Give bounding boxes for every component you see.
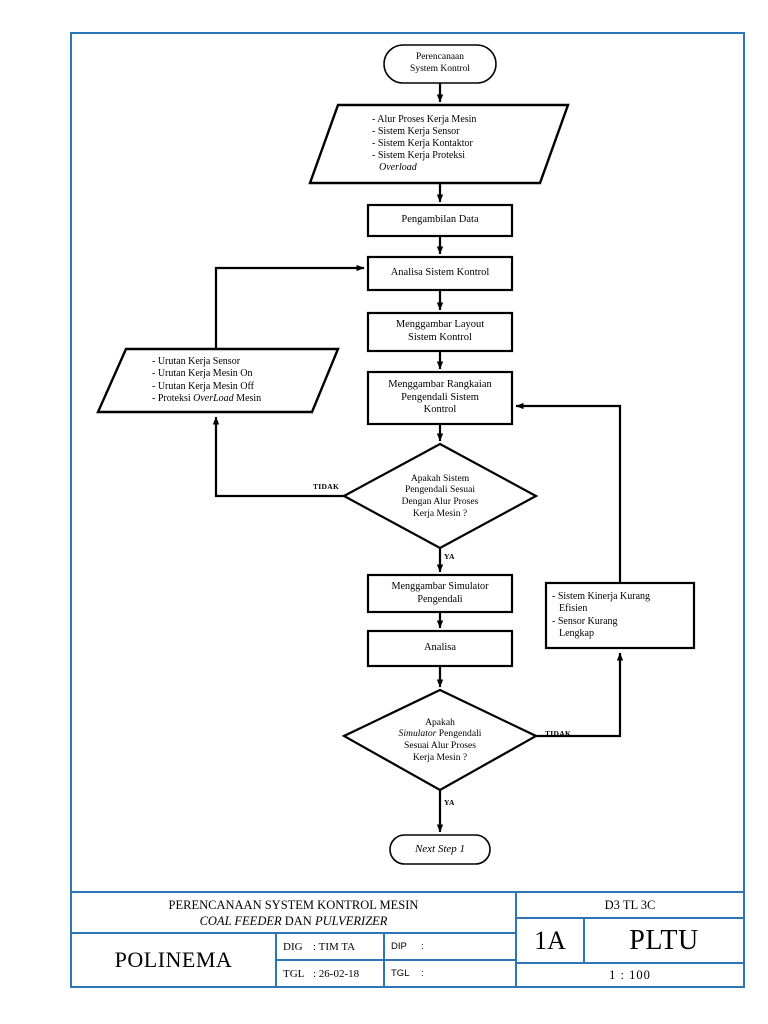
shape-urutan-kerja — [96, 347, 340, 414]
shape-analisa — [366, 629, 514, 668]
shape-pengambilan-data — [366, 203, 514, 238]
shape-analisa-sistem-kontrol — [366, 255, 514, 292]
title-block-lower: POLINEMA DIG : TIM TA DIP: TGL : 26-02-18 … — [72, 934, 515, 986]
field-row-tgl: TGL : 26-02-18 TGL: — [277, 961, 515, 986]
shape-end-terminator — [389, 834, 491, 865]
field-dig-value: : TIM TA — [313, 940, 356, 953]
field-tgl-2-key: TGL — [391, 968, 410, 979]
shape-decision-simulator-pengendali — [341, 688, 539, 792]
connector-decision1-tidak-to-urutan — [212, 416, 344, 498]
field-dip-value: : — [421, 941, 424, 952]
field-tgl-value: : 26-02-18 — [313, 967, 360, 980]
shape-input-requirements — [308, 103, 570, 185]
institution-name: POLINEMA — [72, 934, 277, 986]
title-block-left: PERENCANAAN SYSTEM KONTROL MESIN COAL FE… — [72, 893, 517, 986]
title-block-mid-row: 1A PLTU — [517, 919, 743, 964]
title-block-fields: DIG : TIM TA DIP: TGL : 26-02-18 TGL: — [277, 934, 515, 986]
title-block: PERENCANAAN SYSTEM KONTROL MESIN COAL FE… — [70, 891, 745, 988]
connector-urutan-to-analisa-sistem — [214, 264, 365, 349]
field-dip: DIP: — [385, 934, 515, 959]
drawing-title: PERENCANAAN SYSTEM KONTROL MESIN COAL FE… — [72, 893, 515, 934]
edge-label-tidak-2: TIDAK — [545, 729, 572, 738]
field-tgl-key: TGL — [283, 967, 305, 980]
drawing-title-line-1: PERENCANAAN SYSTEM KONTROL MESIN — [168, 897, 419, 912]
edge-label-ya-2: YA — [444, 798, 455, 807]
drawing-title-pulverizer: PULVERIZER — [314, 913, 388, 928]
field-tgl-2: TGL: — [385, 961, 515, 986]
program-label: D3 TL 3C — [517, 893, 743, 919]
field-dig-key: DIG — [283, 940, 303, 953]
shape-menggambar-simulator — [366, 573, 514, 614]
shape-decision-sistem-pengendali — [341, 442, 539, 550]
field-tgl: TGL : 26-02-18 — [277, 961, 385, 986]
connector-decision2-tidak-to-kinerja — [536, 652, 624, 738]
connector-kinerja-to-rangkaian — [515, 402, 622, 583]
sheet-number: 1A — [517, 919, 585, 962]
scale-value: 1 : 100 — [609, 967, 651, 982]
shape-menggambar-layout — [366, 311, 514, 353]
drawing-title-coal-feeder: COAL FEEDER — [199, 913, 282, 928]
field-row-dig-dip: DIG : TIM TA DIP: — [277, 934, 515, 961]
field-tgl-2-value: : — [421, 968, 424, 979]
drawing-title-line-2: COAL FEEDER DAN PULVERIZER — [200, 913, 388, 929]
edge-label-tidak-1: TIDAK — [313, 482, 340, 491]
drawing-title-dan: DAN — [281, 913, 315, 928]
title-block-right: D3 TL 3C 1A PLTU 1 : 100 — [517, 893, 743, 986]
plant-name: PLTU — [629, 924, 699, 956]
field-dip-key: DIP — [391, 941, 407, 952]
edge-label-ya-1: YA — [444, 552, 455, 561]
shape-start-terminator — [383, 44, 497, 84]
field-dig: DIG : TIM TA — [277, 934, 385, 959]
shape-sistem-kinerja-kurang — [544, 581, 696, 650]
shape-menggambar-rangkaian — [366, 370, 514, 426]
